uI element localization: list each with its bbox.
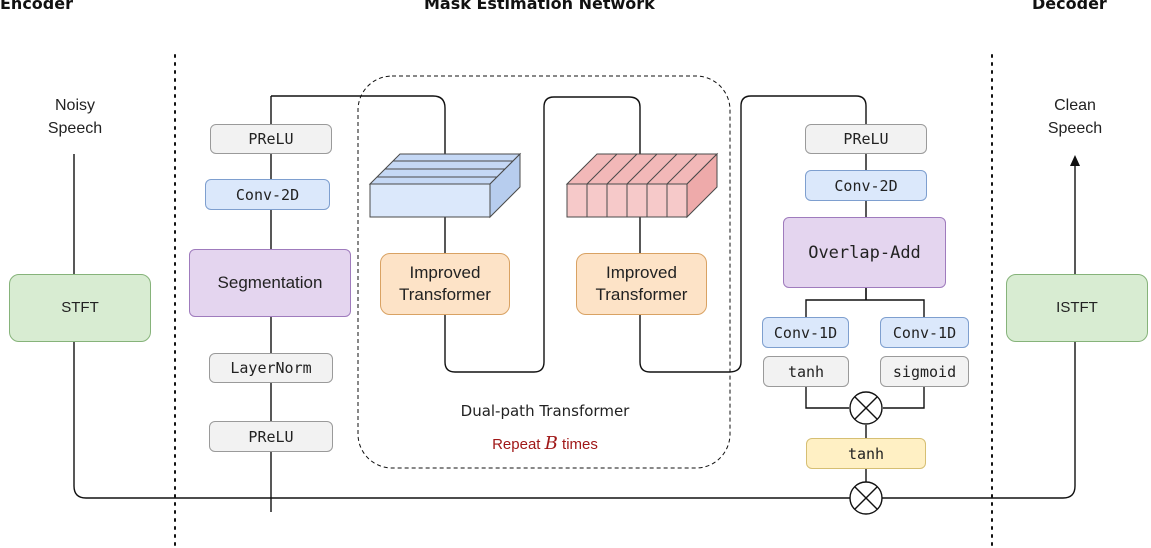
sigmoid-block: sigmoid bbox=[880, 356, 969, 387]
decoder-title: Decoder bbox=[1032, 0, 1107, 13]
output-arrowhead bbox=[1070, 155, 1080, 166]
improved-transformer-block: Improved Transformer bbox=[576, 253, 707, 315]
repeat-label: Repeat B times bbox=[420, 432, 670, 456]
repeat-suffix: times bbox=[557, 436, 598, 453]
dual-path-container bbox=[357, 75, 731, 469]
repeat-variable: B bbox=[544, 433, 558, 454]
segmentation-block: Segmentation bbox=[189, 249, 351, 317]
istft-block: ISTFT bbox=[1006, 274, 1148, 342]
dual-path-route bbox=[270, 95, 867, 373]
encoder-title: Encoder bbox=[0, 0, 73, 13]
tanh-output-block: tanh bbox=[806, 438, 926, 469]
skip-connection-line bbox=[73, 163, 1076, 499]
output-label: Clean Speech bbox=[1047, 97, 1103, 137]
conv2d-block: Conv-2D bbox=[805, 170, 927, 201]
tanh-block: tanh bbox=[763, 356, 849, 387]
prelu-block: PReLU bbox=[805, 124, 927, 154]
inter-chunk-block-icon bbox=[565, 152, 719, 219]
prelu-block: PReLU bbox=[210, 124, 332, 154]
overlap-add-block: Overlap-Add bbox=[783, 217, 946, 288]
conv2d-block: Conv-2D bbox=[205, 179, 330, 210]
input-label: Noisy Speech bbox=[47, 97, 103, 137]
repeat-prefix: Repeat bbox=[492, 436, 545, 453]
conv1d-block: Conv-1D bbox=[762, 317, 849, 348]
dual-path-label: Dual-path Transformer bbox=[460, 402, 630, 420]
branch-split-line bbox=[805, 288, 925, 322]
multiply-icon bbox=[849, 391, 883, 425]
intra-chunk-block-icon bbox=[368, 152, 522, 219]
stft-block: STFT bbox=[9, 274, 151, 342]
branch-merge-line bbox=[805, 386, 925, 409]
improved-transformer-block: Improved Transformer bbox=[380, 253, 510, 315]
layernorm-block: LayerNorm bbox=[209, 353, 333, 383]
prelu-block: PReLU bbox=[209, 421, 333, 452]
mask-network-title: Mask Estimation Network bbox=[424, 0, 655, 13]
conv1d-block: Conv-1D bbox=[880, 317, 969, 348]
multiply-icon bbox=[849, 481, 883, 515]
